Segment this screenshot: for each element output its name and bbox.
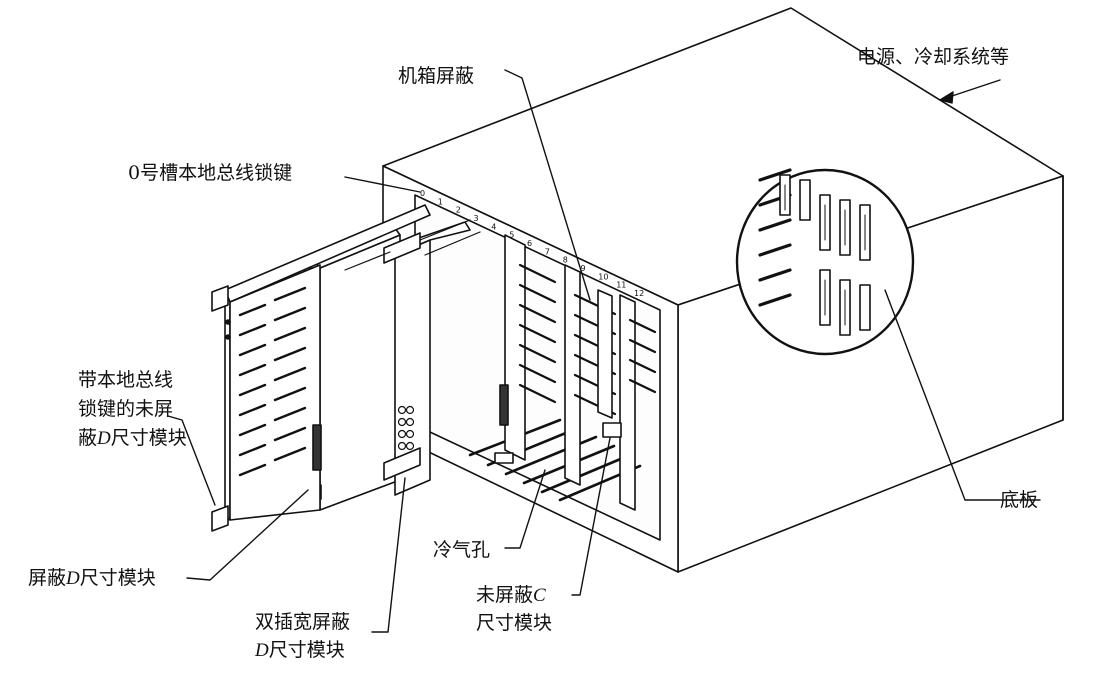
- label-backplane: 底板: [1000, 489, 1039, 511]
- slot-number-1: 1: [438, 197, 443, 206]
- label-unshielded-d-line3-italic: D: [97, 428, 111, 449]
- unshielded-d-module-with-key: [211, 204, 431, 532]
- label-unshielded-c-line1-italic: C: [533, 585, 546, 606]
- label-dual-wide-line2-post: 尺寸模块: [268, 639, 345, 661]
- leader-slot0-key: [344, 176, 421, 193]
- slot-number-8: 8: [563, 256, 568, 265]
- slot-number-10: 10: [598, 272, 608, 281]
- label-unshielded-d-line2: 锁键的未屏: [78, 398, 174, 420]
- slot-number-6: 6: [527, 239, 532, 248]
- slot-number-2: 2: [456, 206, 461, 215]
- label-unshielded-d-line3: 蔽D尺寸模块: [78, 426, 187, 451]
- slot-number-5: 5: [509, 231, 514, 240]
- leader-dual-wide: [371, 477, 406, 633]
- slot-number-11: 11: [616, 281, 626, 290]
- slot-number-7: 7: [545, 247, 550, 256]
- leader-cooling-holes: [504, 469, 546, 549]
- slot-number-0: 0: [420, 189, 425, 198]
- slot-number-12: 12: [634, 289, 644, 298]
- arrow-power-cooling: [939, 91, 954, 104]
- slot-number-9: 9: [581, 264, 586, 273]
- leader-shielded-d: [186, 489, 309, 581]
- label-unshielded-c-line1-pre: 未屏蔽: [476, 584, 534, 606]
- leader-chassis-shield: [504, 69, 591, 301]
- label-unshielded-d-line1: 带本地总线: [78, 369, 174, 391]
- label-shielded-d-post: 尺寸模块: [79, 567, 156, 589]
- dual-wide-shielded-d-module: [344, 219, 481, 496]
- label-chassis-shield: 机箱屏蔽: [398, 65, 475, 87]
- slot-number-4: 4: [491, 222, 496, 231]
- label-dual-wide-line2: D尺寸模块: [255, 638, 345, 663]
- installed-cards: [494, 234, 657, 511]
- leader-lines: [167, 69, 1041, 633]
- label-dual-wide-line1: 双插宽屏蔽: [255, 611, 351, 633]
- label-slot0-key: 0号槽本地总线锁键: [128, 162, 293, 184]
- label-unshielded-c-line1: 未屏蔽C: [476, 583, 546, 608]
- backplane-detail-circle: [735, 168, 915, 356]
- slot-number-3: 3: [474, 214, 479, 223]
- label-unshielded-d-line3-post: 尺寸模块: [110, 427, 187, 449]
- label-shielded-d-pre: 屏蔽: [28, 567, 67, 589]
- label-dual-wide-line2-italic: D: [255, 640, 269, 661]
- label-unshielded-d-line3-pre: 蔽: [78, 427, 98, 449]
- label-shielded-d-italic: D: [66, 568, 80, 589]
- label-shielded-d: 屏蔽D尺寸模块: [28, 566, 156, 591]
- label-unshielded-c-line2: 尺寸模块: [476, 612, 553, 634]
- label-power-cooling: 电源、冷却系统等: [857, 46, 1010, 68]
- leader-backplane: [884, 289, 1041, 501]
- leader-unshielded-c: [571, 437, 611, 596]
- leader-unshielded-d: [167, 415, 216, 506]
- label-cooling-holes: 冷气孔: [433, 539, 491, 561]
